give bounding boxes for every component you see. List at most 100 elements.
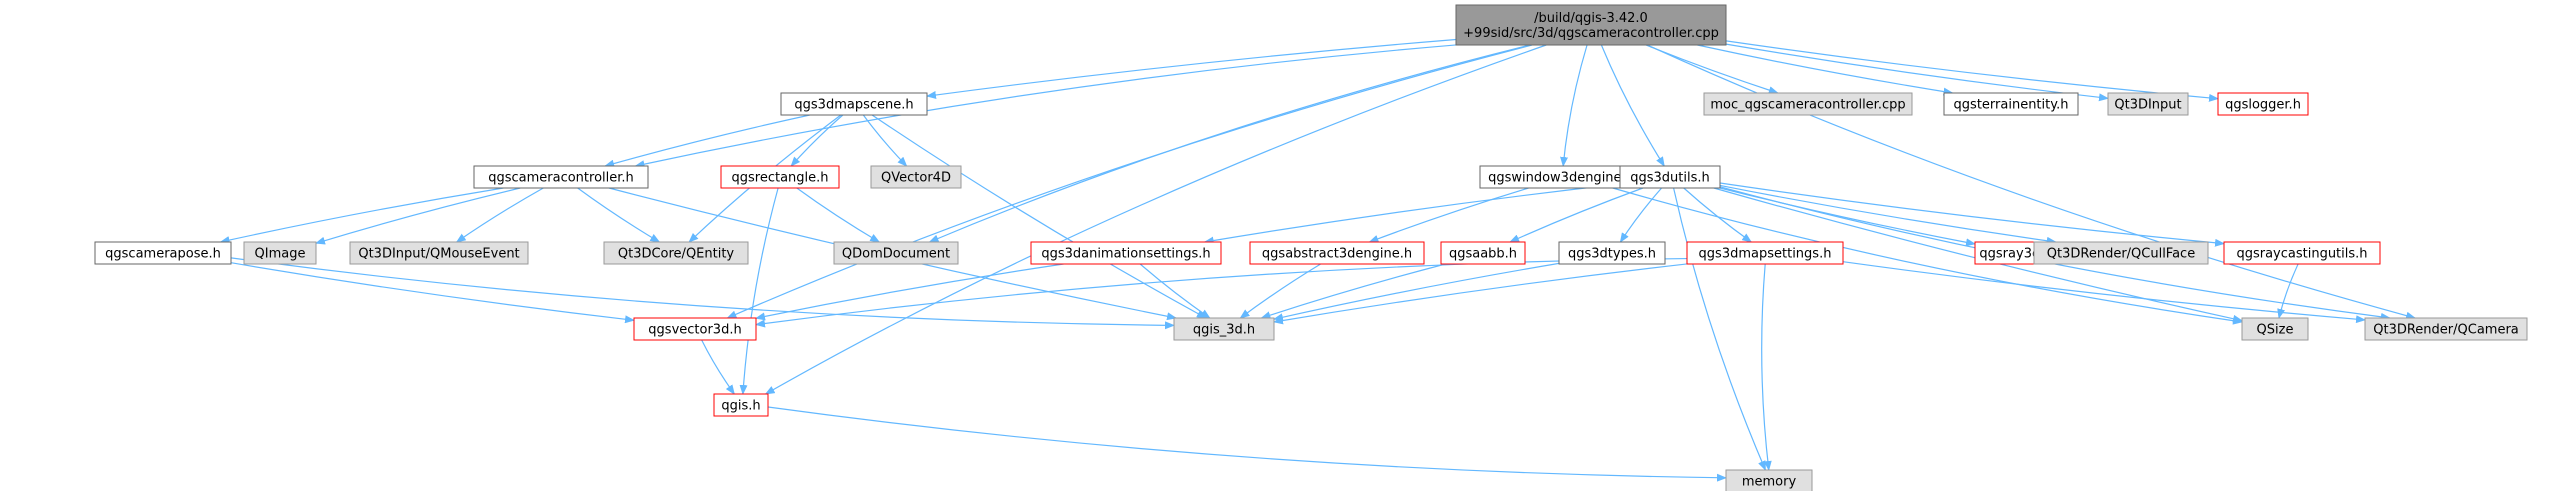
edge-qgs3dmapscene-to-qgscameracontroller [604,114,810,168]
node-label-root: +99sid/src/3d/qgscameracontroller.cpp [1463,26,1719,41]
node-label-qgis: qgis.h [721,399,760,414]
node-box-qgsabstract3dengine [1249,241,1425,265]
node-label-qgsvector3d: qgsvector3d.h [648,323,741,338]
edge-qgs3dmapsettings-to-memory [1761,263,1772,471]
node-box-root [1455,4,1727,46]
node-box-qgs3dtypes [1558,241,1666,265]
node-label-qsize: QSize [2257,323,2294,338]
node-label-qgs3dmapscene: qgs3dmapscene.h [794,98,913,113]
node-label-qgscamerapose: qgscamerapose.h [105,247,221,262]
node-qgs3dmapscene[interactable]: qgs3dmapscene.h [780,92,928,116]
edge-qgswindow3dengine-to-qgsabstract3dengine [1368,187,1529,243]
node-qdomdocument[interactable]: QDomDocument [833,241,959,265]
node-qgslogger[interactable]: qgslogger.h [2217,92,2309,116]
edge-qgsrectangle-to-qdomdocument [796,187,881,243]
node-qgsaabb[interactable]: qgsaabb.h [1440,241,1526,265]
edge-qgs3dutils-to-qcullface [1719,184,2057,245]
node-memory[interactable]: memory [1725,469,1813,491]
node-label-qt3dinput: Qt3DInput [2114,98,2181,113]
node-qgsvector3d[interactable]: qgsvector3d.h [633,317,757,341]
node-box-qimage [243,241,317,265]
edges-layer [219,38,2417,482]
node-qgs3dtypes[interactable]: qgs3dtypes.h [1558,241,1666,265]
edge-qgs3dutils-to-qgsaabb [1509,187,1644,243]
edge-qgs3dmapsettings-to-qcamera [1842,261,2366,324]
edge-qgswindow3dengine-to-qsize [1612,187,2243,325]
node-qcamera[interactable]: Qt3DRender/QCamera [2364,317,2528,341]
node-qgs3dmapsettings[interactable]: qgs3dmapsettings.h [1686,241,1844,265]
node-label-qgswindow3dengine: qgswindow3dengine.h [1488,171,1634,186]
node-qgscameracontroller[interactable]: qgscameracontroller.h [473,165,649,189]
node-qt3dinput[interactable]: Qt3DInput [2107,92,2189,116]
edge-root-to-qt3dinput [1725,43,2109,102]
edge-qgscamerapose-to-qgsvector3d [230,262,635,324]
node-box-qgs3dmapsettings [1686,241,1844,265]
edge-qgs3dmapscene-to-qgis3d [871,114,1207,319]
node-label-qgs3danimationsettings: qgs3danimationsettings.h [1041,247,1210,262]
node-label-qcamera: Qt3DRender/QCamera [2373,323,2519,338]
node-qentity[interactable]: Qt3DCore/QEntity [603,241,749,265]
node-qgs3dutils[interactable]: qgs3dutils.h [1619,165,1721,189]
edge-root-to-qdomdocument [928,44,1531,243]
node-box-qgslogger [2217,92,2309,116]
edge-qgsabstract3dengine-to-qgis3d [1239,263,1321,319]
edge-qgscameracontroller-to-qgscamerapose [219,187,504,244]
edge-qgscameracontroller-to-qmouseevent [455,187,544,243]
node-qimage[interactable]: QImage [243,241,317,265]
node-qgsrectangle[interactable]: qgsrectangle.h [720,165,840,189]
node-qgswindow3dengine[interactable]: qgswindow3dengine.h [1479,165,1643,189]
node-box-qgs3danimationsettings [1030,241,1222,265]
node-label-qdomdocument: QDomDocument [842,247,950,262]
node-qvector4d[interactable]: QVector4D [870,165,962,189]
edge-qgs3dutils-to-qgs3dmapsettings [1683,187,1753,243]
node-qsize[interactable]: QSize [2241,317,2309,341]
node-label-qgs3dutils: qgs3dutils.h [1630,171,1710,186]
node-box-qgsraycastingutils [2223,241,2381,265]
node-label-qentity: Qt3DCore/QEntity [618,247,735,262]
edge-qgs3dutils-to-qgsraycastingutils [1719,182,2225,247]
node-qcullface[interactable]: Qt3DRender/QCullFace [2033,241,2209,265]
node-root[interactable]: /build/qgis-3.42.0+99sid/src/3d/qgscamer… [1455,4,1727,46]
nodes-layer: /build/qgis-3.42.0+99sid/src/3d/qgscamer… [94,4,2528,491]
node-box-memory [1725,469,1813,491]
edge-qgs3dmapscene-to-qvector4d [862,114,908,167]
edge-qgs3dutils-to-memory [1672,187,1766,471]
node-moc[interactable]: moc_qgscameracontroller.cpp [1703,92,1913,116]
node-qgsabstract3dengine[interactable]: qgsabstract3dengine.h [1249,241,1425,265]
edge-root-to-qgsvector3d [726,44,1533,319]
node-box-qgs3dutils [1619,165,1721,189]
node-label-qgs3dmapsettings: qgs3dmapsettings.h [1699,247,1832,262]
edge-qgs3danimationsettings-to-qgis3d [1139,263,1211,319]
node-box-qsize [2241,317,2309,341]
edge-root-to-qgslogger [1725,40,2219,102]
edge-qgs3dmapscene-to-qgsrectangle [790,114,844,167]
node-label-qgsterrainentity: qgsterrainentity.h [1954,98,2069,113]
node-label-qgsabstract3dengine: qgsabstract3dengine.h [1262,247,1412,262]
node-qgs3danimationsettings[interactable]: qgs3danimationsettings.h [1030,241,1222,265]
node-qgsraycastingutils[interactable]: qgsraycastingutils.h [2223,241,2381,265]
edge-root-to-qgswindow3dengine [1560,44,1588,167]
node-label-moc: moc_qgscameracontroller.cpp [1710,98,1905,113]
node-box-qvector4d [870,165,962,189]
node-qgsterrainentity[interactable]: qgsterrainentity.h [1943,92,2079,116]
node-qgscamerapose[interactable]: qgscamerapose.h [94,241,232,265]
node-label-memory: memory [1742,475,1797,490]
node-box-qdomdocument [833,241,959,265]
edge-root-to-moc [1645,44,1779,95]
edge-qgs3dutils-to-qgs3danimationsettings [1203,183,1621,245]
node-qgis3d[interactable]: qgis_3d.h [1173,317,1275,341]
node-box-qgsrectangle [720,165,840,189]
node-label-root: /build/qgis-3.42.0 [1534,11,1648,26]
edge-root-to-qgs3dmapscene [926,38,1457,99]
node-box-qcamera [2364,317,2528,341]
edge-root-to-qcamera [1647,44,2417,320]
node-box-moc [1703,92,1913,116]
edge-qgs3dmapsettings-to-qgis3d [1273,263,1688,325]
node-label-qimage: QImage [255,247,306,262]
node-qgis[interactable]: qgis.h [713,393,769,417]
edge-qgs3dtypes-to-qgis3d [1273,262,1560,322]
node-box-qgsvector3d [633,317,757,341]
node-qmouseevent[interactable]: Qt3DInput/QMouseEvent [349,241,529,265]
edge-qgis-to-memory [767,406,1727,482]
edge-qgs3dmapsettings-to-qgsvector3d [755,257,1688,328]
